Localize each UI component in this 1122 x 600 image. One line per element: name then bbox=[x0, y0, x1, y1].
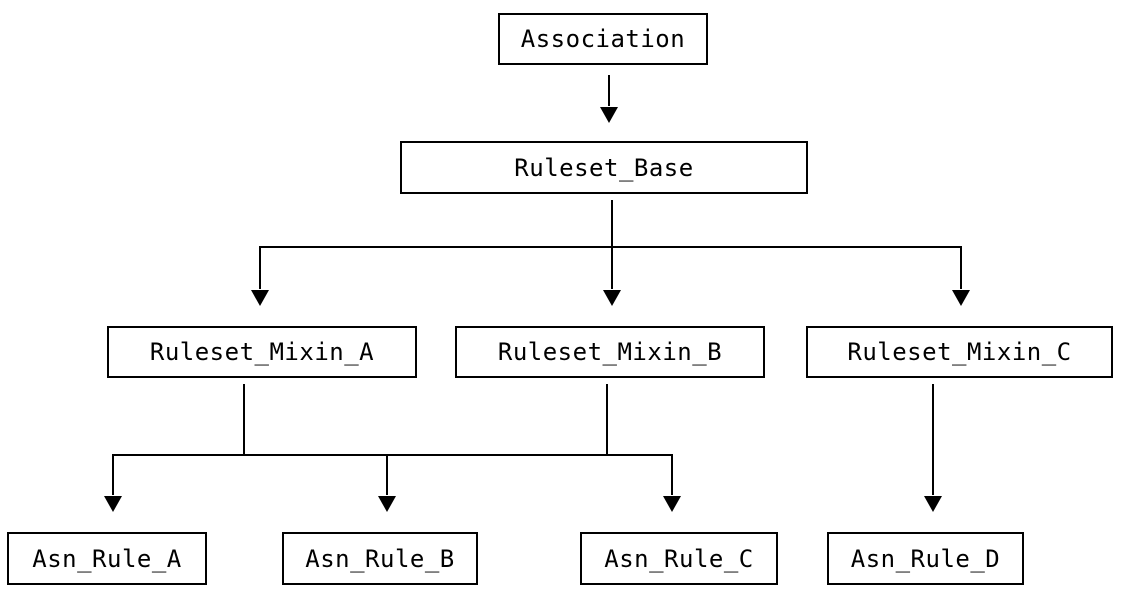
arrowhead-down-icon bbox=[924, 496, 942, 512]
node-ruleset-mixin-c: Ruleset_Mixin_C bbox=[806, 326, 1113, 378]
edge-mixin-c-to-rule-d bbox=[924, 384, 942, 512]
node-label: Asn_Rule_D bbox=[850, 544, 1001, 573]
node-label: Ruleset_Mixin_A bbox=[149, 338, 375, 366]
arrowhead-down-icon bbox=[603, 290, 621, 306]
node-asn-rule-c: Asn_Rule_C bbox=[580, 532, 778, 585]
node-ruleset-mixin-a: Ruleset_Mixin_A bbox=[107, 326, 417, 378]
node-label: Asn_Rule_B bbox=[305, 544, 455, 573]
arrowhead-down-icon bbox=[378, 496, 396, 512]
edge-mixins-ab-to-rules-abc bbox=[104, 384, 681, 512]
arrowhead-down-icon bbox=[600, 107, 618, 123]
arrowhead-down-icon bbox=[952, 290, 970, 306]
node-ruleset-mixin-b: Ruleset_Mixin_B bbox=[455, 326, 765, 378]
node-association: Association bbox=[498, 13, 708, 65]
node-label: Ruleset_Mixin_C bbox=[847, 338, 1072, 366]
node-label: Asn_Rule_A bbox=[32, 544, 182, 573]
node-ruleset-base: Ruleset_Base bbox=[400, 141, 808, 194]
node-label: Asn_Rule_C bbox=[604, 544, 754, 573]
node-asn-rule-b: Asn_Rule_B bbox=[282, 532, 478, 585]
node-label: Ruleset_Base bbox=[514, 153, 694, 182]
node-asn-rule-a: Asn_Rule_A bbox=[7, 532, 207, 585]
edge-association-to-ruleset-base bbox=[600, 75, 618, 123]
node-label: Association bbox=[520, 25, 686, 53]
node-label: Ruleset_Mixin_B bbox=[497, 338, 723, 366]
arrowhead-down-icon bbox=[663, 496, 681, 512]
arrowhead-down-icon bbox=[251, 290, 269, 306]
edge-ruleset-base-to-mixins bbox=[251, 200, 970, 306]
node-asn-rule-d: Asn_Rule_D bbox=[827, 532, 1024, 585]
arrowhead-down-icon bbox=[104, 496, 122, 512]
